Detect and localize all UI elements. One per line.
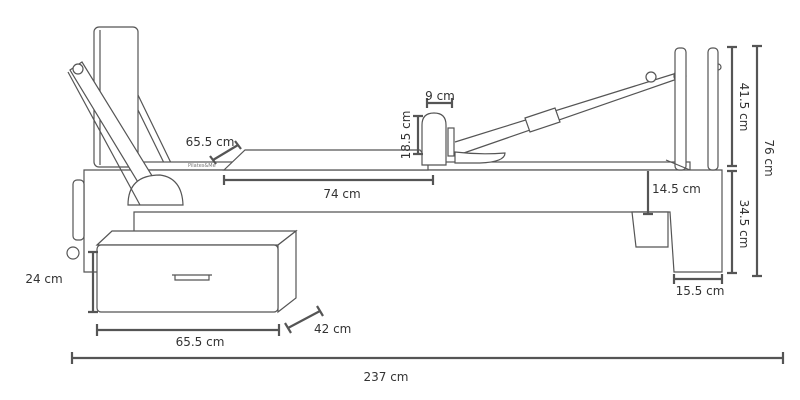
shoulder-rest bbox=[421, 112, 455, 166]
dim-shoulder-rest-height: 18.5 cm bbox=[399, 111, 413, 160]
dim-tower-height: 41.5 cm bbox=[737, 83, 751, 132]
dim-carriage-width: 65.5 cm bbox=[186, 135, 235, 149]
dim-carriage-length: 74 cm bbox=[323, 187, 360, 201]
tower bbox=[665, 47, 719, 171]
box-handle bbox=[172, 274, 212, 281]
dim-total-length: 237 cm bbox=[363, 370, 408, 384]
dim-box-depth: 42 cm bbox=[314, 322, 351, 336]
dim-total-height: 76 cm bbox=[762, 139, 776, 176]
dimension-lines bbox=[70, 44, 785, 364]
sitting-box bbox=[95, 229, 298, 314]
headboard bbox=[93, 26, 173, 168]
brand-label: Pilates&Me bbox=[188, 163, 216, 169]
arm bbox=[67, 61, 184, 206]
dim-frame-depth: 14.5 cm bbox=[652, 182, 701, 196]
dim-leg-width: 15.5 cm bbox=[676, 284, 725, 298]
dim-shoulder-rest-width: 9 cm bbox=[425, 89, 455, 103]
dim-box-length: 65.5 cm bbox=[176, 335, 225, 349]
dim-frame-height: 34.5 cm bbox=[737, 200, 751, 249]
carriage bbox=[222, 149, 429, 171]
dim-box-height: 24 cm bbox=[25, 272, 62, 286]
